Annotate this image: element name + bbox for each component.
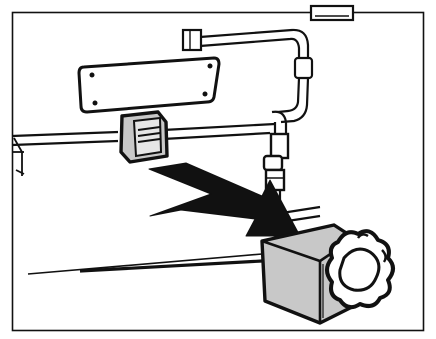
removal-arrow: [148, 162, 301, 237]
mounting-plate: [77, 56, 221, 114]
top-tab: [309, 4, 355, 22]
clip-bracket: [12, 137, 25, 176]
plug-housing-installed: [119, 110, 169, 164]
floor-lines: [27, 253, 263, 275]
horizontal-rail: [11, 122, 276, 147]
vertical-pipe: [199, 28, 310, 124]
pipe-clips: [181, 28, 314, 80]
plug-housing-removed: [260, 223, 395, 325]
